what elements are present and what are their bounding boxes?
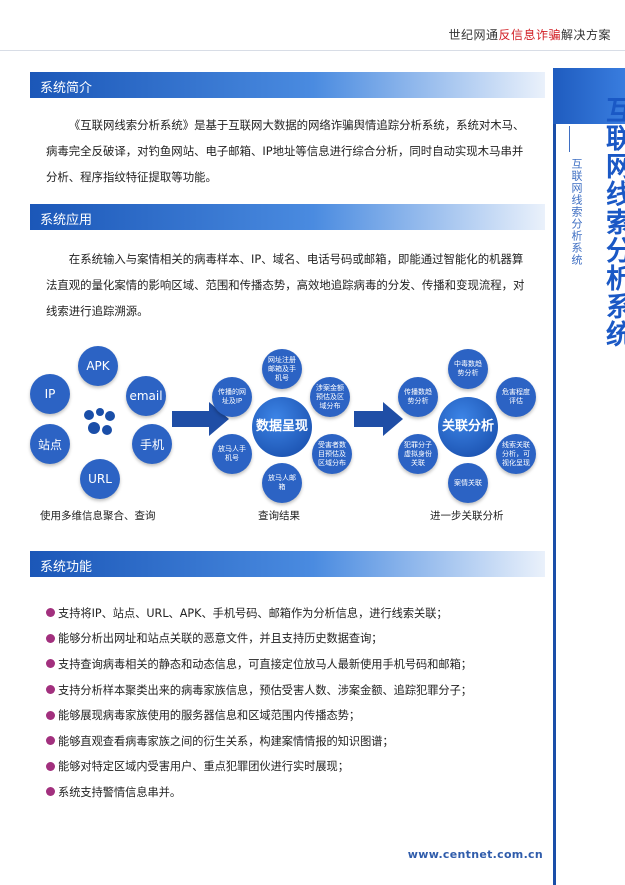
side-big-title: 互联网线索分析系统 — [601, 96, 625, 348]
intro-paragraph: 《互联网线索分析系统》是基于互联网大数据的网络诈骗舆情追踪分析系统，系统对木马、… — [46, 118, 525, 184]
hub1-satellite-6: 传播的网址及IP — [212, 377, 252, 417]
hub1-satellite-1: 网址注册邮箱及手机号 — [262, 349, 302, 389]
bullet-icon — [46, 761, 55, 771]
hub1-satellite-2: 涉案金额预估及区域分布 — [310, 377, 350, 417]
bullet-icon — [46, 633, 55, 643]
bullet-icon — [46, 736, 55, 746]
side-small-title: 互联网线索分析系统 — [570, 158, 583, 266]
hub2-satellite-6: 传播数趋势分析 — [398, 377, 438, 417]
hub2-satellite-3: 线索关联分析，可视化呈现 — [496, 434, 536, 474]
bullet-icon — [46, 710, 55, 720]
list-item: 能够直观查看病毒家族之间的衍生关系，构建案情情报的知识图谱； — [46, 728, 546, 754]
bullet-icon — [46, 787, 55, 797]
header-title: 世纪网通反信息诈骗解决方案 — [448, 28, 611, 42]
hub1-satellite-5: 放马人手机号 — [212, 434, 252, 474]
flow-arrow-2-head — [383, 402, 403, 436]
section-header-application: 系统应用 — [30, 204, 545, 230]
caption-query-result: 查询结果 — [258, 510, 300, 522]
flow-arrow-2 — [354, 411, 384, 427]
side-banner — [553, 68, 625, 885]
function-list: 支持将IP、站点、URL、APK、手机号码、邮箱作为分析信息，进行线索关联； 能… — [46, 600, 546, 805]
hub1-satellite-3: 受害者数目预估及区域分布 — [312, 434, 352, 474]
hub-correlation-analysis: 关联分析 — [438, 397, 498, 457]
flow-arrow-1 — [172, 411, 210, 427]
caption-multi-dimensional-query: 使用多维信息聚合、查询 — [40, 510, 156, 522]
bullet-icon — [46, 608, 55, 618]
analysis-flow-diagram: APK email 手机 URL 站点 IP 数据呈现 网址注册邮箱及手机号 涉… — [0, 338, 553, 528]
section-header-functions: 系统功能 — [30, 551, 545, 577]
node-site: 站点 — [30, 424, 70, 464]
list-item: 能够分析出网址和站点关联的恶意文件，并且支持历史数据查询； — [46, 626, 546, 652]
section-header-intro: 系统简介 — [30, 72, 545, 98]
list-item: 支持分析样本聚类出来的病毒家族信息，预估受害人数、涉案金额、追踪犯罪分子； — [46, 677, 546, 703]
side-divider — [569, 126, 570, 152]
caption-further-analysis: 进一步关联分析 — [430, 510, 504, 522]
side-tab — [553, 68, 625, 124]
bullet-icon — [46, 685, 55, 695]
hub-data-presentation: 数据呈现 — [252, 397, 312, 457]
hub2-satellite-4: 案情关联 — [448, 463, 488, 503]
node-url: URL — [80, 459, 120, 499]
cluster-logo-icon — [84, 408, 115, 435]
list-item: 能够对特定区域内受害用户、重点犯罪团伙进行实时展现； — [46, 754, 546, 780]
bullet-icon — [46, 659, 55, 669]
page-header: 世纪网通反信息诈骗解决方案 — [0, 0, 625, 51]
header-title-highlight: 反信息诈骗 — [498, 28, 561, 42]
node-email: email — [126, 376, 166, 416]
node-apk: APK — [78, 346, 118, 386]
hub1-satellite-4: 放马人邮箱 — [262, 463, 302, 503]
list-item: 支持将IP、站点、URL、APK、手机号码、邮箱作为分析信息，进行线索关联； — [46, 600, 546, 626]
list-item: 系统支持警情信息串并。 — [46, 779, 546, 805]
hub2-satellite-1: 中毒数趋势分析 — [448, 349, 488, 389]
node-phone: 手机 — [132, 424, 172, 464]
application-paragraph: 在系统输入与案情相关的病毒样本、IP、域名、电话号码或邮箱，即能通过智能化的机器… — [46, 252, 525, 318]
list-item: 能够展现病毒家族使用的服务器信息和区域范围内传播态势； — [46, 702, 546, 728]
node-ip: IP — [30, 374, 70, 414]
footer-url: www.centnet.com.cn — [407, 848, 543, 861]
list-item: 支持查询病毒相关的静态和动态信息，可直接定位放马人最新使用手机号码和邮箱； — [46, 651, 546, 677]
hub2-satellite-2: 危害程度评估 — [496, 377, 536, 417]
hub2-satellite-5: 犯罪分子虚拟身份关联 — [398, 434, 438, 474]
